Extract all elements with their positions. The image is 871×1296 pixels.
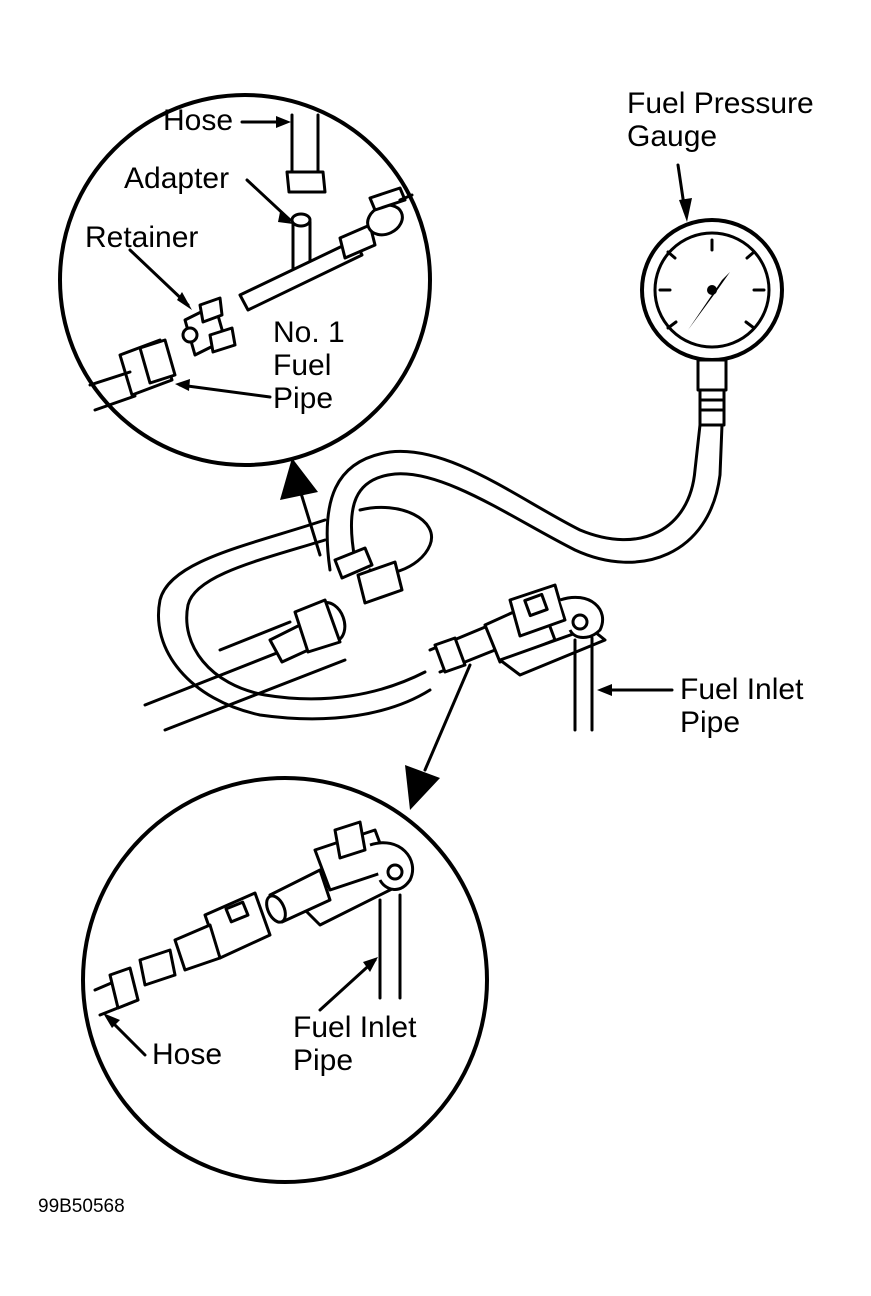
fuel-pressure-gauge xyxy=(640,163,784,427)
label-hose-bottom: Hose xyxy=(152,1038,223,1071)
label-hose-top: Hose xyxy=(163,104,234,137)
label-no1-fuel-pipe: No. 1 Fuel Pipe xyxy=(273,316,345,415)
main-assembly xyxy=(143,423,724,732)
label-adapter: Adapter xyxy=(124,162,230,195)
label-fuel-inlet-pipe-main: Fuel Inlet Pipe xyxy=(680,673,804,739)
inlet-pipe-leader xyxy=(597,684,674,696)
figure-code: 99B50568 xyxy=(38,1196,125,1217)
arrow-to-detail-top xyxy=(280,458,322,557)
label-fuel-pressure-gauge: Fuel Pressure Gauge xyxy=(627,87,814,153)
label-retainer: Retainer xyxy=(85,221,199,254)
detail-circle-top xyxy=(58,93,432,467)
label-fuel-inlet-pipe-detail: Fuel Inlet Pipe xyxy=(293,1011,417,1077)
detail-circle-bottom xyxy=(81,776,489,1184)
arrow-to-detail-bottom xyxy=(405,663,472,810)
